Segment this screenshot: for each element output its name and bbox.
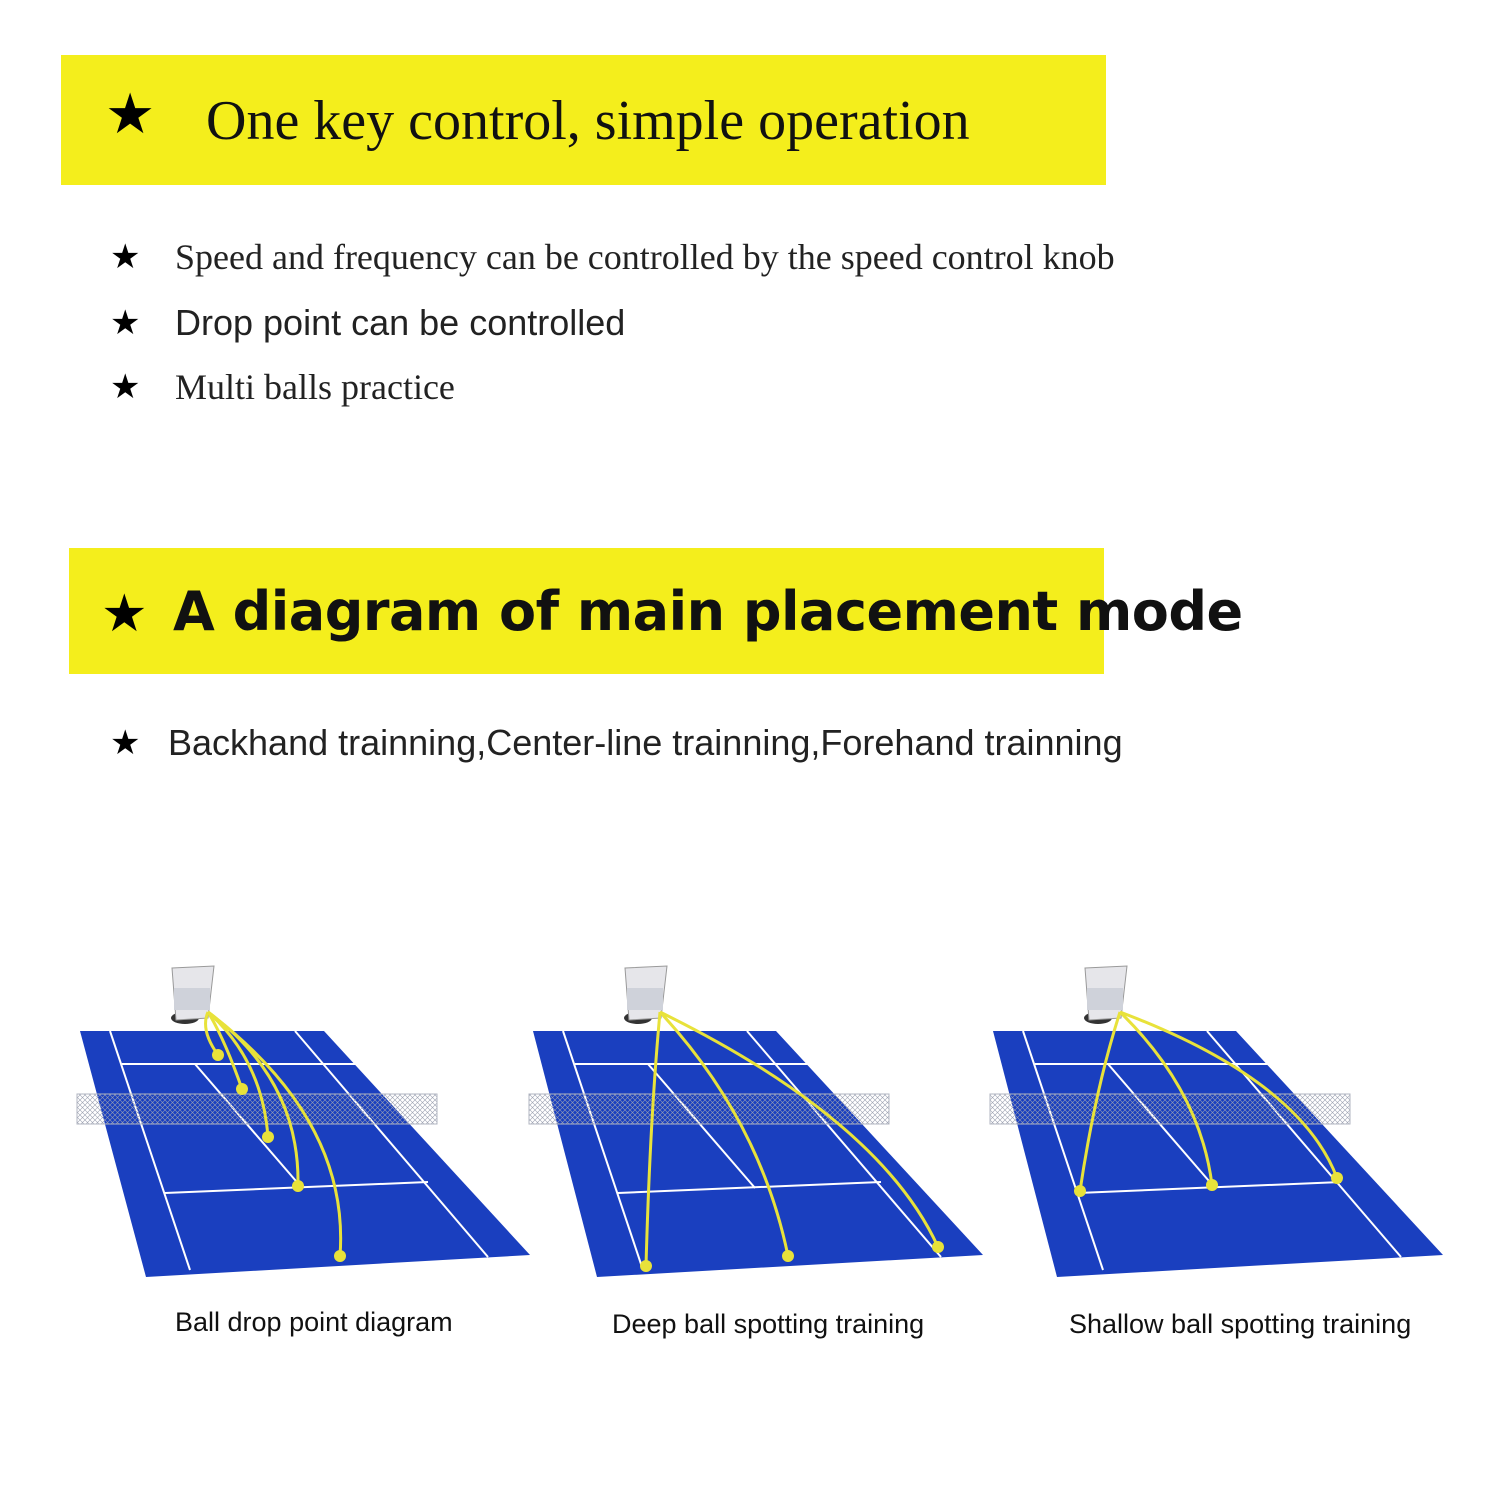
star-icon: ★ [105,82,156,147]
feature-text: Drop point can be controlled [175,302,626,343]
training-modes-bullet: ★ Backhand trainning,Center-line trainni… [110,722,1123,764]
ball-drop-point [1074,1172,1343,1197]
star-icon: ★ [110,303,141,343]
tennis-net [528,1093,890,1125]
ball-machine-icon [624,965,668,1024]
feature-bullet-drop-point: ★ Drop point can be controlled [110,302,625,344]
feature-text: Speed and frequency can be controlled by… [175,237,1115,277]
tennis-court [993,1031,1443,1277]
star-icon: ★ [101,584,148,644]
ball-trajectory [1078,1010,1339,1192]
star-icon: ★ [110,367,141,407]
section-banner-diagram: ★ A diagram of main placement mode [69,548,1243,674]
star-icon: ★ [110,723,141,763]
tennis-court [533,1031,983,1277]
tennis-net [989,1093,1351,1125]
ball-drop-point [212,1049,346,1262]
ball-machine-icon [1084,965,1128,1024]
diagram-caption-shallow-ball: Shallow ball spotting training [1069,1309,1412,1339]
court-diagram-deep-ball [528,965,983,1277]
ball-trajectory [204,1010,343,1257]
ball-trajectory [644,1010,940,1267]
ball-drop-point [640,1241,944,1272]
star-icon: ★ [110,237,141,277]
section-title-diagram: A diagram of main placement mode [173,580,1243,643]
section-title-controls: One key control, simple operation [206,90,970,152]
court-diagram-ball-drop [76,965,530,1277]
feature-text: Multi balls practice [175,367,455,407]
tennis-net [76,1093,438,1125]
court-diagram-shallow-ball [989,965,1443,1277]
court-lines [109,1030,489,1271]
feature-bullet-speed: ★ Speed and frequency can be controlled … [110,236,1115,278]
court-lines [562,1030,942,1271]
section-banner-controls: ★ One key control, simple operation [61,55,1106,185]
diagram-caption-deep-ball: Deep ball spotting training [612,1309,925,1339]
ball-machine-icon [171,965,215,1024]
training-modes-text: Backhand trainning,Center-line trainning… [168,722,1123,763]
feature-bullet-multi-balls: ★ Multi balls practice [110,366,455,408]
tennis-court [80,1031,530,1277]
diagram-caption-ball-drop: Ball drop point diagram [175,1307,453,1337]
